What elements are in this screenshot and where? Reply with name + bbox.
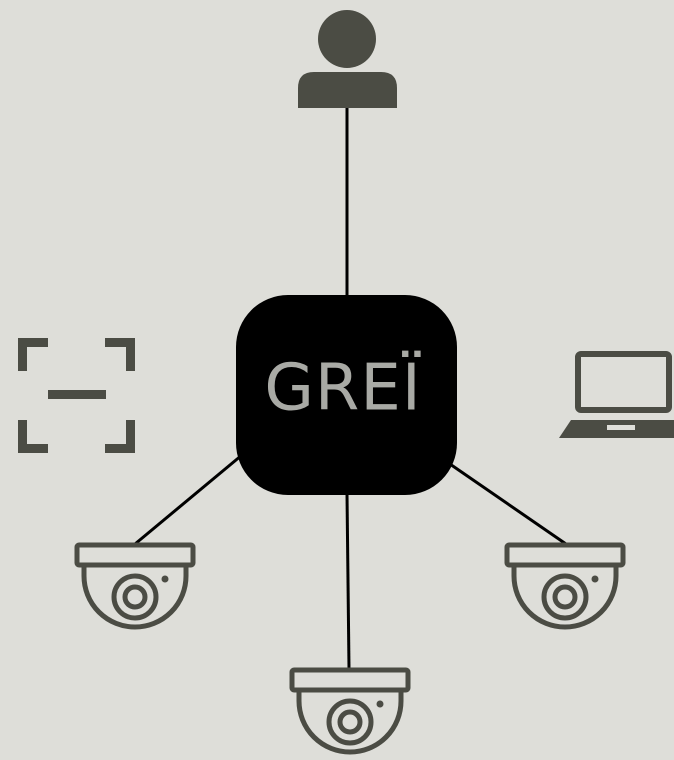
dome-camera-icon[interactable]	[292, 670, 408, 752]
connector-camera-bottom	[345, 493, 351, 669]
laptop-icon[interactable]	[559, 351, 674, 438]
connector-camera-right	[446, 460, 567, 546]
connectors	[134, 108, 567, 669]
dome-camera-icon[interactable]	[77, 545, 193, 627]
connector-camera-left	[134, 453, 243, 546]
hub-label: GREÏ	[264, 351, 421, 426]
scan-frame-icon[interactable]	[18, 338, 135, 453]
hub-node[interactable]: GREÏ	[236, 295, 457, 495]
dome-camera-icon[interactable]	[507, 545, 623, 627]
hub-box	[236, 295, 457, 495]
person-icon[interactable]	[298, 10, 397, 108]
